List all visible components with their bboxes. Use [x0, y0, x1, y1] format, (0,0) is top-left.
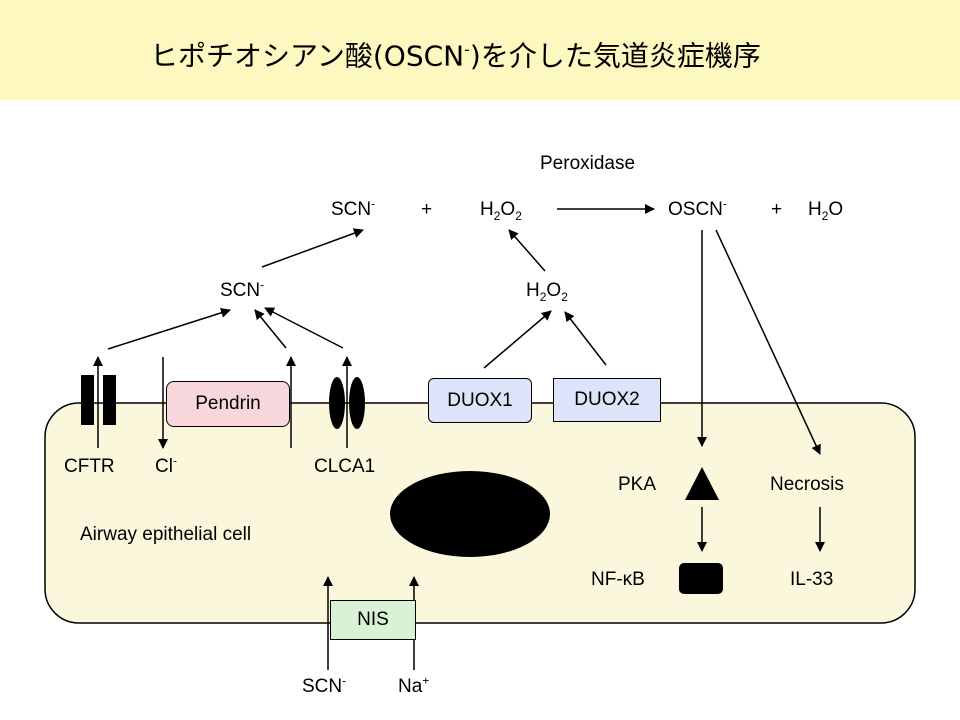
- cl-label: Cl-: [155, 453, 177, 477]
- peroxidase-label: Peroxidase: [540, 153, 636, 174]
- arrow-pendrin-to-scn: [254, 309, 287, 349]
- il33-label: IL-33: [790, 569, 834, 590]
- nfkb-box: [679, 563, 723, 594]
- duox2-box: DUOX2: [553, 378, 661, 422]
- clca1-label: CLCA1: [314, 456, 376, 477]
- nfkb-label: NF-κB: [591, 569, 645, 590]
- bottom-scn: SCN-: [302, 673, 347, 697]
- pka-label: PKA: [618, 474, 657, 495]
- clca1-channel: [329, 377, 365, 429]
- pendrin-box: Pendrin: [166, 381, 290, 427]
- bottom-na: Na+: [398, 673, 430, 697]
- cftr-channel: [81, 375, 116, 425]
- arrow-h2o2-to-reaction: [508, 229, 546, 272]
- reaction-oscn: OSCN-: [668, 196, 727, 220]
- arrow-cftr-to-scn: [107, 307, 231, 350]
- mid-h2o2: H2O2: [526, 280, 568, 304]
- pka-triangle: [685, 467, 719, 500]
- arrow-oscn-to-necrosis: [715, 229, 821, 455]
- arrow-duox2-to-h2o2: [564, 311, 607, 366]
- arrow-duox1-to-h2o2: [483, 310, 552, 369]
- reaction-h2o2: H2O2: [480, 199, 522, 223]
- reaction-plus-1: +: [421, 199, 433, 220]
- reaction-scn: SCN-: [331, 196, 376, 220]
- title-band: [0, 0, 960, 100]
- reaction-h2o: H2O: [808, 199, 844, 223]
- mid-scn: SCN-: [220, 277, 265, 301]
- page-title: ヒポチオシアン酸(OSCN-)を介した気道炎症機序: [150, 39, 761, 73]
- arrow-clca1-to-scn: [264, 307, 344, 349]
- nis-box: NIS: [330, 600, 416, 640]
- cftr-label: CFTR: [64, 456, 115, 477]
- nucleus: [390, 471, 550, 557]
- reaction-plus-2: +: [771, 199, 783, 220]
- cell-label: Airway epithelial cell: [80, 524, 252, 545]
- duox1-box: DUOX1: [428, 378, 532, 423]
- necrosis-label: Necrosis: [770, 474, 844, 495]
- arrow-scn-to-reaction: [261, 228, 364, 268]
